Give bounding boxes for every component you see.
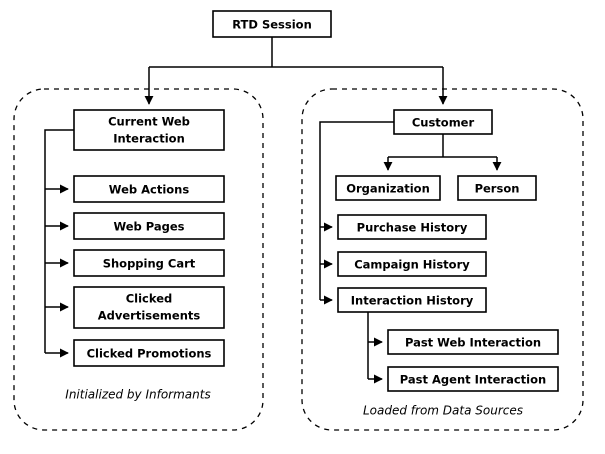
node-campaign-history[interactable]: Campaign History	[337, 251, 487, 277]
past-web-interaction-label: Past Web Interaction	[405, 336, 541, 350]
organization-label: Organization	[346, 182, 430, 196]
web-pages-label: Web Pages	[113, 220, 184, 234]
node-web-pages[interactable]: Web Pages	[73, 212, 225, 240]
web-pages-box	[73, 212, 225, 240]
node-rtd-session[interactable]: RTD Session	[212, 10, 332, 38]
clicked-advertisements-label-line1: Clicked	[126, 292, 173, 306]
clicked-promotions-box	[73, 339, 225, 367]
node-shopping-cart[interactable]: Shopping Cart	[73, 249, 225, 277]
interaction-history-box	[337, 287, 487, 313]
node-customer[interactable]: Customer	[393, 109, 493, 135]
clicked-advertisements-box	[73, 286, 225, 329]
left-panel-frame	[13, 88, 264, 431]
connector-left-spine	[44, 129, 74, 353]
node-web-actions[interactable]: Web Actions	[73, 175, 225, 203]
past-agent-interaction-box	[387, 366, 559, 392]
node-current-web-interaction[interactable]: Current Web Interaction	[73, 109, 225, 151]
purchase-history-label: Purchase History	[357, 221, 468, 235]
connector-right-spine	[319, 121, 394, 300]
node-clicked-advertisements[interactable]: Clicked Advertisements	[73, 286, 225, 329]
person-box	[457, 175, 537, 201]
organization-box	[335, 175, 441, 201]
shopping-cart-box	[73, 249, 225, 277]
campaign-history-box	[337, 251, 487, 277]
node-past-web-interaction[interactable]: Past Web Interaction	[387, 329, 559, 355]
past-agent-interaction-label: Past Agent Interaction	[400, 373, 546, 387]
web-actions-box	[73, 175, 225, 203]
campaign-history-label: Campaign History	[354, 258, 470, 272]
shopping-cart-label: Shopping Cart	[103, 257, 196, 271]
current-web-interaction-box	[73, 109, 225, 151]
person-label: Person	[475, 182, 520, 196]
web-actions-label: Web Actions	[109, 183, 190, 197]
purchase-history-box	[337, 214, 487, 240]
node-person[interactable]: Person	[457, 175, 537, 201]
node-interaction-history[interactable]: Interaction History	[337, 287, 487, 313]
clicked-promotions-label: Clicked Promotions	[87, 347, 212, 361]
node-purchase-history[interactable]: Purchase History	[337, 214, 487, 240]
current-web-interaction-label-line2: Interaction	[113, 132, 185, 146]
node-organization[interactable]: Organization	[335, 175, 441, 201]
node-clicked-promotions[interactable]: Clicked Promotions	[73, 339, 225, 367]
node-past-agent-interaction[interactable]: Past Agent Interaction	[387, 366, 559, 392]
right-panel-caption: Loaded from Data Sources	[363, 404, 523, 418]
left-panel-caption: Initialized by Informants	[65, 388, 210, 402]
past-web-interaction-box	[387, 329, 559, 355]
current-web-interaction-label-line1: Current Web	[108, 115, 190, 129]
interaction-history-label: Interaction History	[351, 294, 474, 308]
clicked-advertisements-label-line2: Advertisements	[98, 309, 201, 323]
rtd-session-label: RTD Session	[232, 18, 312, 32]
customer-label: Customer	[412, 116, 475, 130]
